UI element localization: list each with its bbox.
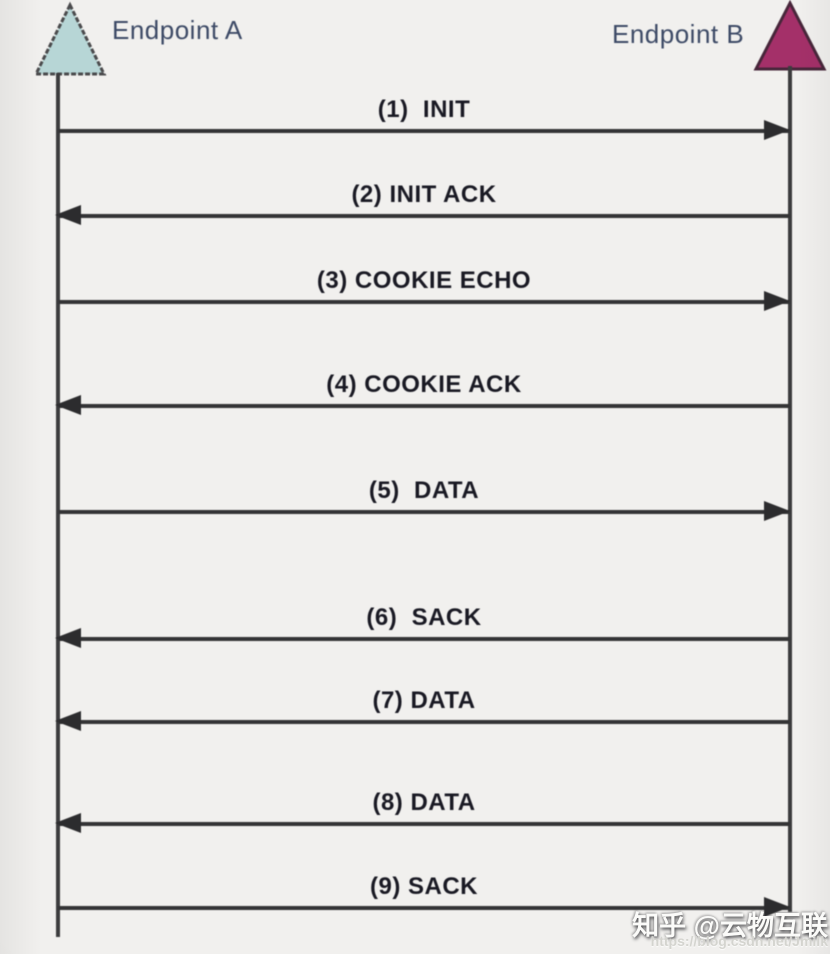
message-arrow-line: [58, 637, 790, 641]
message-label: (7) DATA: [372, 687, 476, 714]
endpoint-b-triangle-icon: [753, 0, 827, 71]
message-arrow-line: [58, 129, 790, 133]
message-label: (4) COOKIE ACK: [326, 371, 522, 398]
message-arrowhead-icon: [764, 897, 790, 917]
endpoint-a-lifeline: [56, 73, 60, 937]
endpoint-a-label: Endpoint A: [112, 15, 243, 45]
endpoint-b-lifeline: [788, 66, 792, 912]
watermark: 知乎 @云物互联 https://blog.csdn.net/Jmilk: [632, 911, 828, 949]
message-arrow-line: [58, 404, 790, 408]
message-label: (1) INIT: [377, 96, 471, 123]
endpoint-a-triangle-icon: [33, 1, 107, 76]
endpoint-b-label: Endpoint B: [612, 19, 745, 49]
message-arrowhead-icon: [55, 813, 81, 833]
message-arrow-line: [58, 214, 790, 218]
message-label: (6) SACK: [366, 604, 482, 631]
message-arrow-line: [58, 300, 790, 304]
watermark-url: https://blog.csdn.net/Jmilk: [650, 933, 828, 949]
watermark-text: 知乎 @云物互联: [632, 911, 828, 941]
message-arrowhead-icon: [55, 395, 81, 415]
message-label: (5) DATA: [368, 477, 480, 504]
message-arrowhead-icon: [55, 711, 81, 731]
message-arrowhead-icon: [55, 628, 81, 648]
message-label: (3) COOKIE ECHO: [316, 267, 532, 294]
message-arrowhead-icon: [764, 291, 790, 311]
message-arrowhead-icon: [764, 120, 790, 140]
message-label: (9) SACK: [369, 873, 478, 900]
message-arrowhead-icon: [55, 205, 81, 225]
message-arrow-line: [58, 822, 790, 826]
message-arrow-line: [58, 906, 790, 910]
message-label: (8) DATA: [372, 789, 476, 816]
message-label: (2) INIT ACK: [351, 181, 497, 208]
message-arrowhead-icon: [764, 501, 790, 521]
message-arrow-line: [58, 510, 790, 514]
message-arrow-line: [58, 720, 790, 724]
